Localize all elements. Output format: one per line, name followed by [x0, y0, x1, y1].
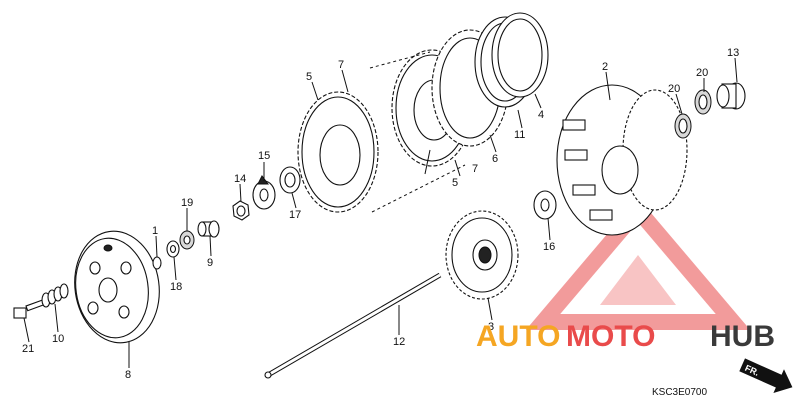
needle-bearing-20a — [674, 113, 692, 139]
leader-lines — [23, 57, 738, 368]
diagram-code: KSC3E0700 — [652, 387, 707, 398]
label-18: 18 — [170, 281, 182, 293]
watermark-hub: HUB — [710, 320, 775, 353]
watermark-text: AUTO MOTO HUB — [476, 320, 775, 353]
label-13: 13 — [727, 47, 739, 59]
label-16: 16 — [543, 241, 555, 253]
collar-13 — [716, 82, 746, 110]
label-15: 15 — [258, 150, 270, 162]
clutch-center — [445, 210, 519, 300]
label-12: 12 — [393, 336, 405, 348]
label-11: 11 — [514, 129, 525, 141]
label-7a: 7 — [338, 59, 344, 71]
label-1: 1 — [152, 225, 158, 237]
label-2: 2 — [602, 61, 608, 73]
friction-disc-5 — [297, 91, 379, 213]
label-10: 10 — [52, 333, 64, 345]
label-5a: 5 — [306, 71, 312, 83]
label-5b: 5 — [452, 177, 458, 189]
front-direction-arrow: FR. — [739, 358, 793, 393]
label-14: 14 — [234, 173, 246, 185]
bolt — [13, 298, 48, 319]
spring — [41, 283, 69, 308]
label-17: 17 — [289, 209, 301, 221]
needle-bearing-20b — [694, 89, 712, 115]
label-20b: 20 — [696, 67, 708, 79]
part-labels: 5 7 5 7 6 11 4 2 20 20 13 3 16 12 8 21 1… — [22, 47, 739, 381]
label-9: 9 — [207, 257, 213, 269]
label-6: 6 — [492, 153, 498, 165]
label-7b: 7 — [472, 163, 478, 175]
washer-18 — [166, 240, 180, 258]
clutch-outer — [556, 84, 688, 236]
pushrod — [264, 272, 442, 379]
pressure-plate — [74, 230, 160, 344]
bearing-19 — [179, 230, 195, 250]
label-20a: 20 — [668, 83, 680, 95]
lock-nut — [232, 200, 250, 221]
thrust-washer-17 — [279, 166, 301, 194]
label-21: 21 — [22, 343, 34, 355]
lock-washer — [252, 175, 276, 210]
spring-seat-4 — [491, 12, 549, 98]
label-19: 19 — [181, 197, 193, 209]
watermark-moto: MOTO — [566, 320, 655, 353]
circlip — [152, 256, 162, 270]
label-3: 3 — [488, 321, 494, 333]
label-4: 4 — [538, 109, 544, 121]
label-8: 8 — [125, 369, 131, 381]
thrust-washer-16 — [533, 190, 557, 220]
clutch-lifter — [197, 220, 220, 238]
watermark-auto: AUTO — [476, 320, 560, 353]
watermark-triangle — [525, 197, 751, 330]
